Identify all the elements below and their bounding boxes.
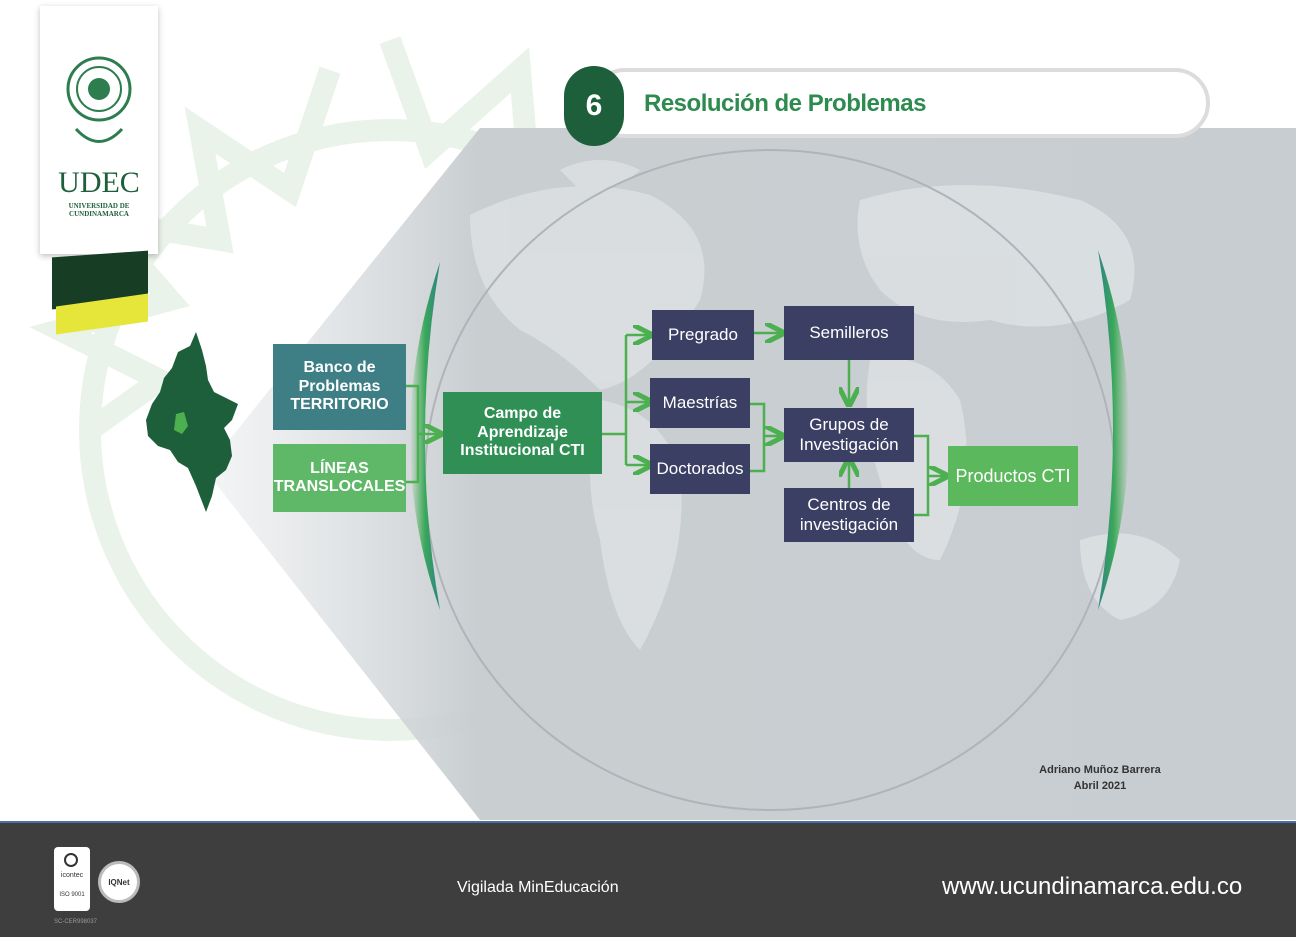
node-grupos-de-investigacion: Grupos de Investigación [784,408,914,462]
node-semilleros: Semilleros [784,306,914,360]
logo-wordmark: UDEC [58,166,140,199]
vigilada-text: Vigilada MinEducación [457,879,619,896]
cundinamarca-region [174,412,188,434]
node-centros-de-investigacion: Centros de investigación [784,488,914,542]
node-campo-de-aprendizaje: Campo de Aprendizaje Institucional CTI [443,392,602,474]
icontec-label: icontec [60,872,84,879]
page-title: Resolución de Problemas [644,90,926,117]
node-productos-cti: Productos CTI [948,446,1078,506]
node-lineas-translocales: LÍNEAS TRANSLOCALES [273,444,406,512]
footer-bar: icontec ISO 9001 IQNet SC-CER998037 Vigi… [0,821,1296,937]
date-credit: Abril 2021 [1073,780,1127,792]
node-banco-de-problemas: Banco de Problemas TERRITORIO [273,344,406,430]
logo-card: UDEC UNIVERSIDAD DE CUNDINAMARCA [40,6,158,254]
website-link[interactable]: www.ucundinamarca.edu.co [942,873,1243,900]
icontec-logo-icon [64,853,78,867]
university-seal-icon [66,56,132,143]
iqnet-badge: IQNet [98,861,140,903]
icontec-badge: icontec ISO 9001 [54,847,90,911]
step-number-badge: 6 [564,66,624,146]
node-pregrado: Pregrado [652,310,754,360]
logo-subtitle: UNIVERSIDAD DE CUNDINAMARCA [68,202,130,218]
node-doctorados: Doctorados [650,444,750,494]
iqnet-label: IQNet [108,877,130,887]
step-number: 6 [585,89,603,122]
right-lens-band [1098,250,1129,610]
cert-code: SC-CER998037 [54,919,98,925]
colombia-map-icon [146,332,238,512]
iso-label: ISO 9001 [59,892,85,898]
node-maestrias: Maestrías [650,378,750,428]
title-pill [590,68,1210,138]
author-credit: Adriano Muñoz Barrera [1039,764,1161,776]
